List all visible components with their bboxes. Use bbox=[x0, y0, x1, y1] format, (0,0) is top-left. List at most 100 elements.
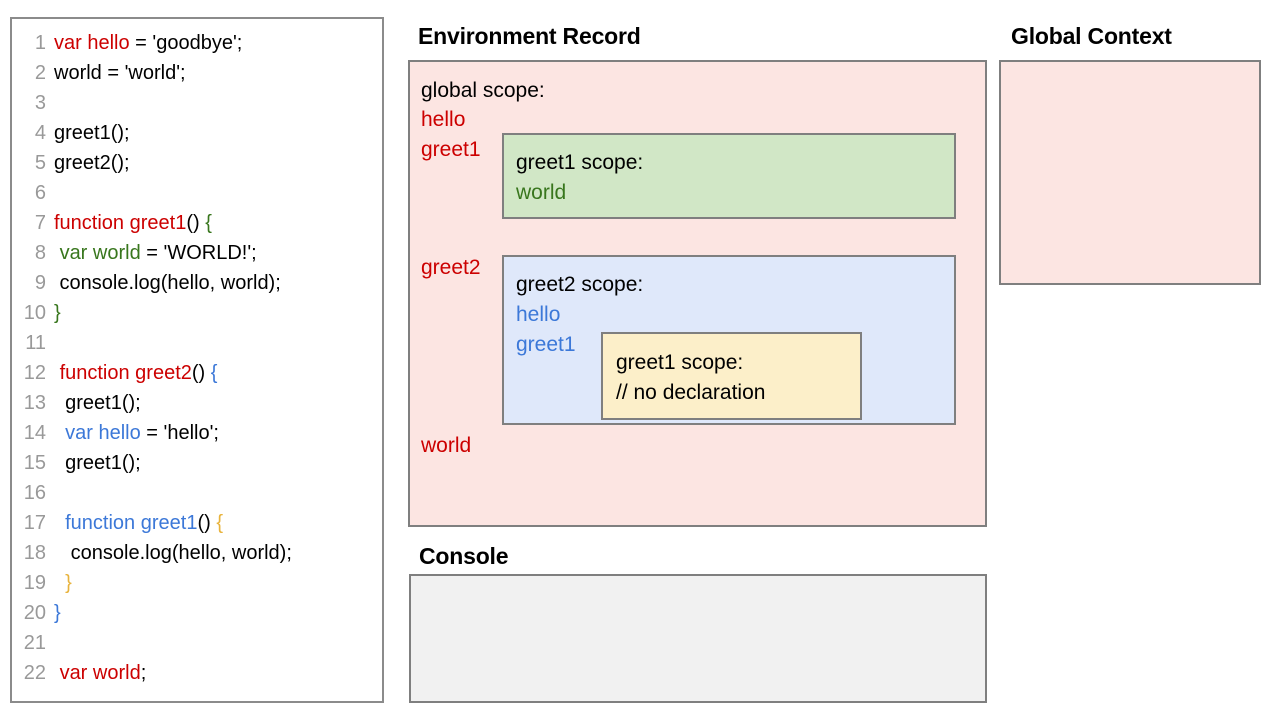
code-line-text: function greet1() { bbox=[54, 208, 212, 238]
code-line-number: 7 bbox=[34, 212, 46, 234]
code-line: 20} bbox=[12, 598, 382, 628]
code-token bbox=[54, 572, 65, 594]
code-token: () bbox=[191, 362, 211, 384]
code-line-number: 12 bbox=[23, 362, 46, 384]
code-line-text: function greet2() { bbox=[54, 358, 218, 388]
code-line-text: } bbox=[54, 568, 72, 598]
code-line-number: 5 bbox=[34, 152, 46, 174]
code-line: 16 bbox=[12, 478, 382, 508]
console-title: Console bbox=[419, 543, 509, 569]
code-line-number: 1 bbox=[34, 32, 46, 54]
code-line-text: world = 'world'; bbox=[54, 58, 186, 88]
code-line-text: } bbox=[54, 598, 61, 628]
code-line-number: 22 bbox=[23, 662, 46, 684]
code-line-text: greet1(); bbox=[54, 448, 141, 478]
code-line-number: 13 bbox=[23, 392, 46, 414]
code-line: 17 function greet1() { bbox=[12, 508, 382, 538]
code-token bbox=[54, 422, 65, 444]
code-line: 3 bbox=[12, 88, 382, 118]
code-line: 4 greet1(); bbox=[12, 118, 382, 148]
code-line-list: 1 var hello = 'goodbye'; 2 world = 'world';… bbox=[12, 28, 382, 688]
code-line-text: greet1(); bbox=[54, 388, 141, 418]
code-line: 15 greet1(); bbox=[12, 448, 382, 478]
code-line-number: 18 bbox=[23, 542, 46, 564]
code-token: = 'WORLD!'; bbox=[140, 242, 257, 264]
code-line: 9 console.log(hello, world); bbox=[12, 268, 382, 298]
greet1-scope-var-world: world bbox=[516, 181, 567, 204]
code-line-text: var hello = 'hello'; bbox=[54, 418, 219, 448]
code-line-text: console.log(hello, world); bbox=[54, 538, 292, 568]
code-line-number: 17 bbox=[23, 512, 46, 534]
code-token: function greet2 bbox=[59, 362, 192, 384]
code-line: 8 var world = 'WORLD!'; bbox=[12, 238, 382, 268]
global-scope-label: global scope: bbox=[421, 79, 545, 102]
code-token: var world bbox=[59, 242, 141, 264]
code-token: var world bbox=[59, 662, 141, 684]
global-context-box bbox=[999, 60, 1261, 285]
code-token: () bbox=[197, 512, 217, 534]
code-line-number: 8 bbox=[34, 242, 46, 264]
code-token: var hello bbox=[65, 422, 141, 444]
greet1-inner-scope-box bbox=[601, 332, 862, 420]
code-line-number: 21 bbox=[23, 632, 46, 654]
code-line: 5 greet2(); bbox=[12, 148, 382, 178]
code-token: () bbox=[186, 212, 206, 234]
code-token: world = 'world'; bbox=[54, 62, 186, 84]
code-token: } bbox=[65, 572, 72, 594]
code-token: console.log(hello, world); bbox=[54, 542, 292, 564]
code-panel: 1 var hello = 'goodbye'; 2 world = 'world';… bbox=[10, 17, 384, 703]
code-line-number: 9 bbox=[34, 272, 46, 294]
global-scope-var-greet2: greet2 bbox=[421, 256, 481, 279]
global-scope-var-greet1: greet1 bbox=[421, 138, 481, 161]
global-context-title: Global Context bbox=[1011, 23, 1172, 49]
code-token: = 'hello'; bbox=[140, 422, 219, 444]
environment-record-title: Environment Record bbox=[418, 23, 641, 49]
code-line: 14 var hello = 'hello'; bbox=[12, 418, 382, 448]
code-line-number: 20 bbox=[23, 602, 46, 624]
greet2-scope-var-hello: hello bbox=[516, 303, 561, 326]
code-token: { bbox=[216, 512, 224, 534]
console-box bbox=[409, 574, 987, 703]
code-line-number: 2 bbox=[34, 62, 46, 84]
code-line-number: 10 bbox=[23, 302, 46, 324]
greet2-scope-label: greet2 scope: bbox=[516, 273, 644, 296]
code-line-number: 4 bbox=[34, 122, 46, 144]
code-token: { bbox=[205, 212, 212, 234]
code-line: 1 var hello = 'goodbye'; bbox=[12, 28, 382, 58]
code-token: console.log(hello, world); bbox=[54, 272, 281, 294]
code-line-text: greet2(); bbox=[54, 148, 130, 178]
code-line-number: 6 bbox=[34, 182, 46, 204]
code-line-text: var world; bbox=[54, 658, 147, 688]
code-token: ; bbox=[140, 662, 147, 684]
global-scope-var-world: world bbox=[421, 434, 472, 457]
code-line-text: var world = 'WORLD!'; bbox=[54, 238, 257, 268]
code-line-text: console.log(hello, world); bbox=[54, 268, 281, 298]
greet1-scope-box bbox=[502, 133, 956, 219]
code-token: function greet1 bbox=[54, 212, 187, 234]
greet1-inner-scope-note: // no declaration bbox=[616, 381, 766, 404]
code-token: } bbox=[54, 602, 61, 624]
greet2-scope-var-greet1: greet1 bbox=[516, 333, 576, 356]
code-token: greet1(); bbox=[54, 452, 141, 474]
greet1-inner-scope-label: greet1 scope: bbox=[616, 351, 744, 374]
greet1-scope-label: greet1 scope: bbox=[516, 151, 644, 174]
code-token: greet2(); bbox=[54, 152, 130, 174]
code-line: 18 console.log(hello, world); bbox=[12, 538, 382, 568]
code-line-number: 3 bbox=[34, 92, 46, 114]
code-line-number: 11 bbox=[25, 332, 46, 354]
code-token: var hello bbox=[54, 32, 130, 54]
code-token: greet1(); bbox=[54, 122, 130, 144]
code-line: 6 bbox=[12, 178, 382, 208]
code-token: = 'goodbye'; bbox=[129, 32, 243, 54]
code-line: 11 bbox=[12, 328, 382, 358]
code-line-number: 14 bbox=[23, 422, 46, 444]
code-line-text: var hello = 'goodbye'; bbox=[54, 28, 242, 58]
code-token: } bbox=[54, 302, 61, 324]
code-line: 22 var world; bbox=[12, 658, 382, 688]
global-scope-var-hello: hello bbox=[421, 108, 466, 131]
code-line-text: function greet1() { bbox=[54, 508, 223, 538]
code-token: function greet1 bbox=[65, 512, 198, 534]
code-line-text: greet1(); bbox=[54, 118, 130, 148]
code-line-number: 16 bbox=[23, 482, 46, 504]
